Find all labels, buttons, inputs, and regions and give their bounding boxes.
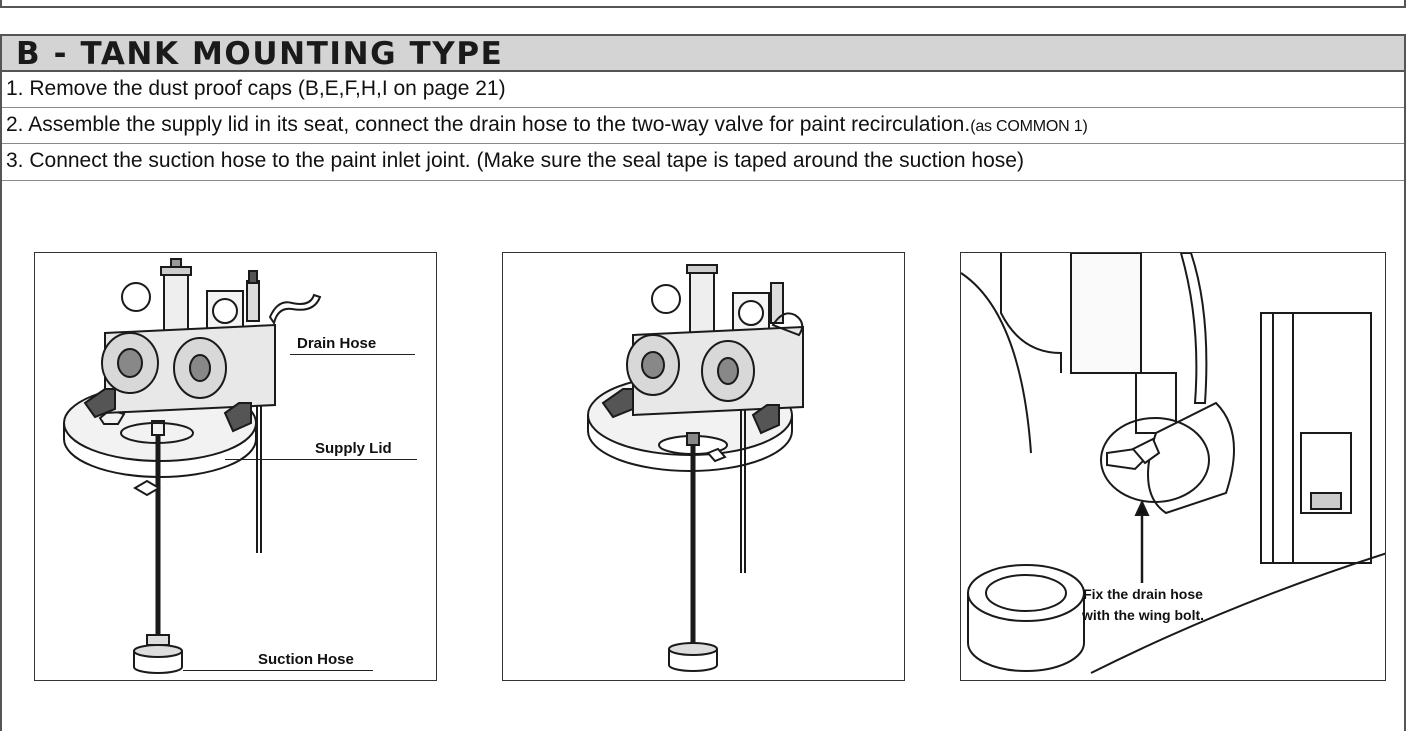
step-2-suffix: (as COMMON 1) (970, 118, 1088, 135)
leader-drain-hose (290, 354, 415, 355)
pump-assembly-illustration (63, 258, 322, 674)
figure-pump-assembled (502, 252, 905, 681)
step-1: 1. Remove the dust proof caps (B,E,F,H,I… (2, 72, 1404, 108)
section-title: B - TANK MOUNTING TYPE (16, 36, 504, 72)
step-2: 2. Assemble the supply lid in its seat, … (2, 108, 1404, 144)
leader-suction-hose (183, 670, 373, 671)
leader-supply-lid (225, 459, 417, 460)
figure-wing-bolt-closeup: Fix the drain hose with the wing bolt. (960, 252, 1386, 681)
section-header: B - TANK MOUNTING TYPE (2, 34, 1404, 72)
step-3-text: 3. Connect the suction hose to the paint… (6, 149, 1024, 172)
tank-mounting-section: B - TANK MOUNTING TYPE 1. Remove the dus… (0, 34, 1406, 731)
step-2-line: 2. Assemble the supply lid in its seat, … (6, 108, 1088, 144)
wing-bolt-closeup-illustration (961, 253, 1385, 674)
label-supply-lid: Supply Lid (315, 440, 392, 457)
step-1-text: 1. Remove the dust proof caps (B,E,F,H,I… (6, 77, 506, 100)
label-suction-hose: Suction Hose (258, 651, 354, 668)
step-3: 3. Connect the suction hose to the paint… (2, 144, 1404, 181)
caption-line-2: with the wing bolt. (1081, 607, 1205, 623)
top-frame-rule (0, 0, 1406, 8)
label-drain-hose: Drain Hose (297, 335, 377, 352)
figure-pump-with-labels: Drain Hose Supply Lid Suction Hose (34, 252, 437, 681)
pump-assembled-illustration (587, 264, 804, 672)
caption-line-1: Fix the drain hose (1083, 586, 1203, 602)
step-2-text: 2. Assemble the supply lid in its seat, … (6, 113, 971, 136)
